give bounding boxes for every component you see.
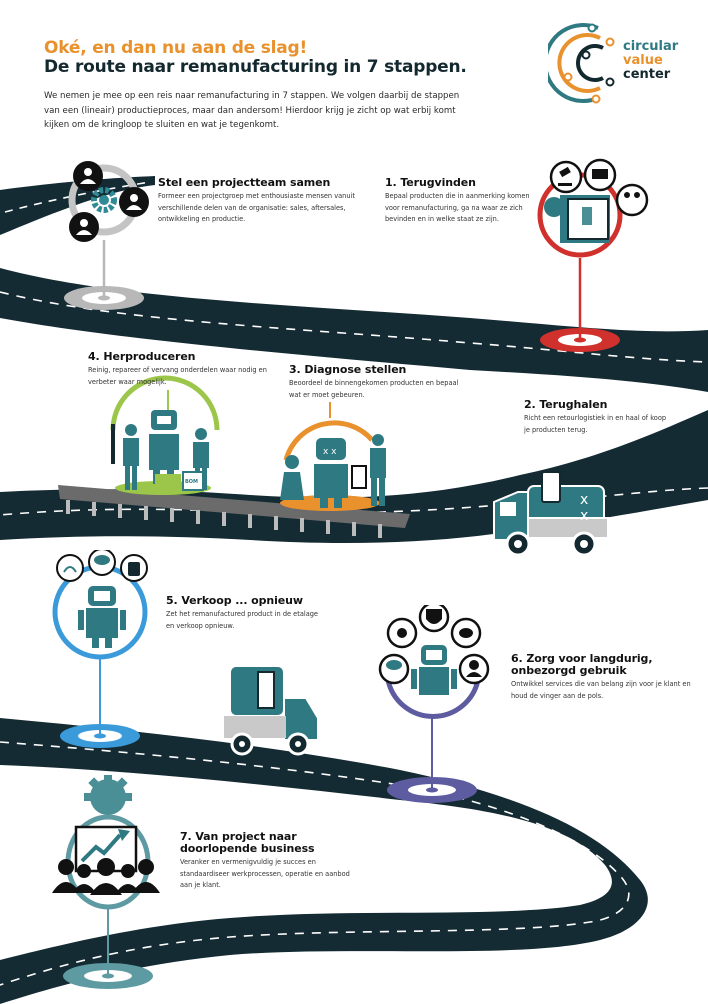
svg-text:x x: x x bbox=[323, 447, 337, 457]
circular-logo-icon bbox=[548, 23, 615, 104]
sell-robot-icon bbox=[52, 548, 152, 650]
search-monitor-icon bbox=[540, 155, 650, 255]
step-6-title: 6. Zorg voor langdurig, onbezorgd gebrui… bbox=[511, 652, 653, 677]
svg-text:x: x bbox=[580, 508, 588, 524]
step-5-title: 5. Verkoop ... opnieuw bbox=[166, 594, 303, 607]
step-2: 2. Terughalen Richt een retourlogistiek … bbox=[524, 399, 674, 436]
step-3: 3. Diagnose stellen Beoordeel de binneng… bbox=[289, 364, 469, 401]
logo: circular value center bbox=[548, 20, 698, 110]
road-segment-4 bbox=[0, 718, 648, 1004]
diagnose-robot-icon: x x bbox=[278, 430, 398, 510]
logo-word-circular: circular bbox=[623, 39, 679, 54]
step-6: 6. Zorg voor langdurig, onbezorgd gebrui… bbox=[511, 653, 691, 702]
conveyor-belt bbox=[58, 485, 410, 528]
step-6-text: Ontwikkel services die van belang zijn v… bbox=[511, 680, 691, 700]
truck-icon: x x bbox=[488, 462, 612, 562]
business-growth-icon bbox=[46, 775, 168, 900]
step-4-text: Reinig, repareer of vervang onderdelen w… bbox=[88, 366, 267, 386]
bom-label-4: BOM bbox=[185, 479, 199, 485]
step-0: Stel een projectteam samen Formeer een p… bbox=[158, 177, 378, 226]
step-5-text: Zet het remanufactured product in de eta… bbox=[166, 610, 318, 630]
logo-word-center: center bbox=[623, 67, 671, 82]
road-segment-2 bbox=[0, 268, 708, 392]
step-1: 1. Terugvinden Bepaal producten die in a… bbox=[385, 177, 535, 226]
step-7-title: 7. Van project naar doorlopende business bbox=[180, 830, 315, 855]
delivery-truck-icon bbox=[218, 660, 322, 758]
step-0-title: Stel een projectteam samen bbox=[158, 176, 331, 189]
step-4-title: 4. Herproduceren bbox=[88, 350, 196, 363]
step-7: 7. Van project naar doorlopende business… bbox=[180, 831, 360, 892]
team-gear-icon bbox=[64, 160, 154, 245]
repair-robot-icon: BOM bbox=[105, 408, 225, 493]
step-5: 5. Verkoop ... opnieuw Zet het remanufac… bbox=[166, 595, 326, 632]
title-line-2: De route naar remanufacturing in 7 stapp… bbox=[44, 57, 467, 77]
title-line-1: Oké, en dan nu aan de slag! bbox=[44, 38, 308, 58]
step-1-title: 1. Terugvinden bbox=[385, 176, 476, 189]
step-2-title: 2. Terughalen bbox=[524, 398, 608, 411]
service-robot-icon bbox=[376, 601, 492, 705]
step-1-text: Bepaal producten die in aanmerking komen… bbox=[385, 192, 530, 223]
intro-paragraph: We nemen je mee op een reis naar remanuf… bbox=[44, 91, 460, 130]
svg-text:x: x bbox=[580, 492, 588, 508]
step-0-text: Formeer een projectgroep met enthousiast… bbox=[158, 192, 355, 223]
road-segment-top bbox=[0, 176, 155, 235]
step-2-text: Richt een retourlogistiek in en haal of … bbox=[524, 414, 667, 434]
logo-word-value: value bbox=[623, 53, 663, 68]
step-7-text: Veranker en vermenigvuldig je succes en … bbox=[180, 858, 350, 889]
step-3-text: Beoordeel de binnengekomen producten en … bbox=[289, 379, 459, 399]
step-3-title: 3. Diagnose stellen bbox=[289, 363, 407, 376]
logo-text: circular value center bbox=[623, 40, 678, 82]
step-4: 4. Herproduceren Reinig, repareer of ver… bbox=[88, 351, 268, 388]
